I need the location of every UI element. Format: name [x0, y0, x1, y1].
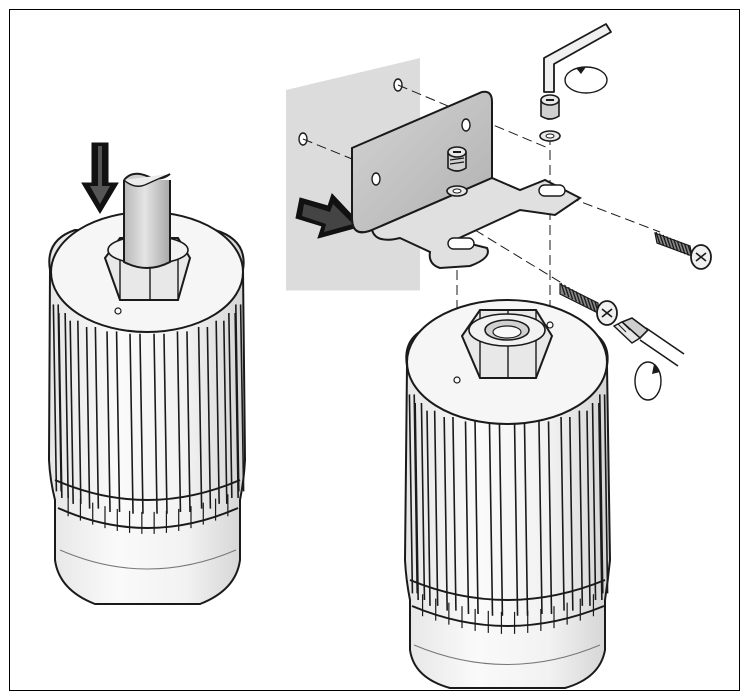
wood-screw-icon: [654, 231, 712, 270]
right-fixture-body: [403, 299, 612, 689]
washer-icon: [539, 130, 561, 142]
rotate-clockwise-icon: [564, 66, 608, 94]
push-arrow-icon: [295, 193, 363, 239]
wood-screw-icon: [559, 282, 618, 326]
right-unit: [403, 299, 612, 689]
allen-key-icon: [543, 23, 612, 93]
socket-cap-screw-icon: [540, 94, 560, 120]
left-unit: [47, 142, 247, 605]
screwdriver-icon: [612, 317, 685, 367]
pipe-icon: [123, 172, 171, 269]
washer-icon: [446, 185, 468, 197]
down-arrow-icon: [81, 142, 119, 214]
rotate-clockwise-icon: [634, 361, 662, 401]
wall-bracket-icon: [351, 90, 582, 270]
hex-nut-icon: [460, 309, 554, 379]
left-fixture-body: [47, 211, 247, 605]
figure-border: [9, 9, 740, 691]
socket-cap-screw-icon: [447, 146, 467, 172]
